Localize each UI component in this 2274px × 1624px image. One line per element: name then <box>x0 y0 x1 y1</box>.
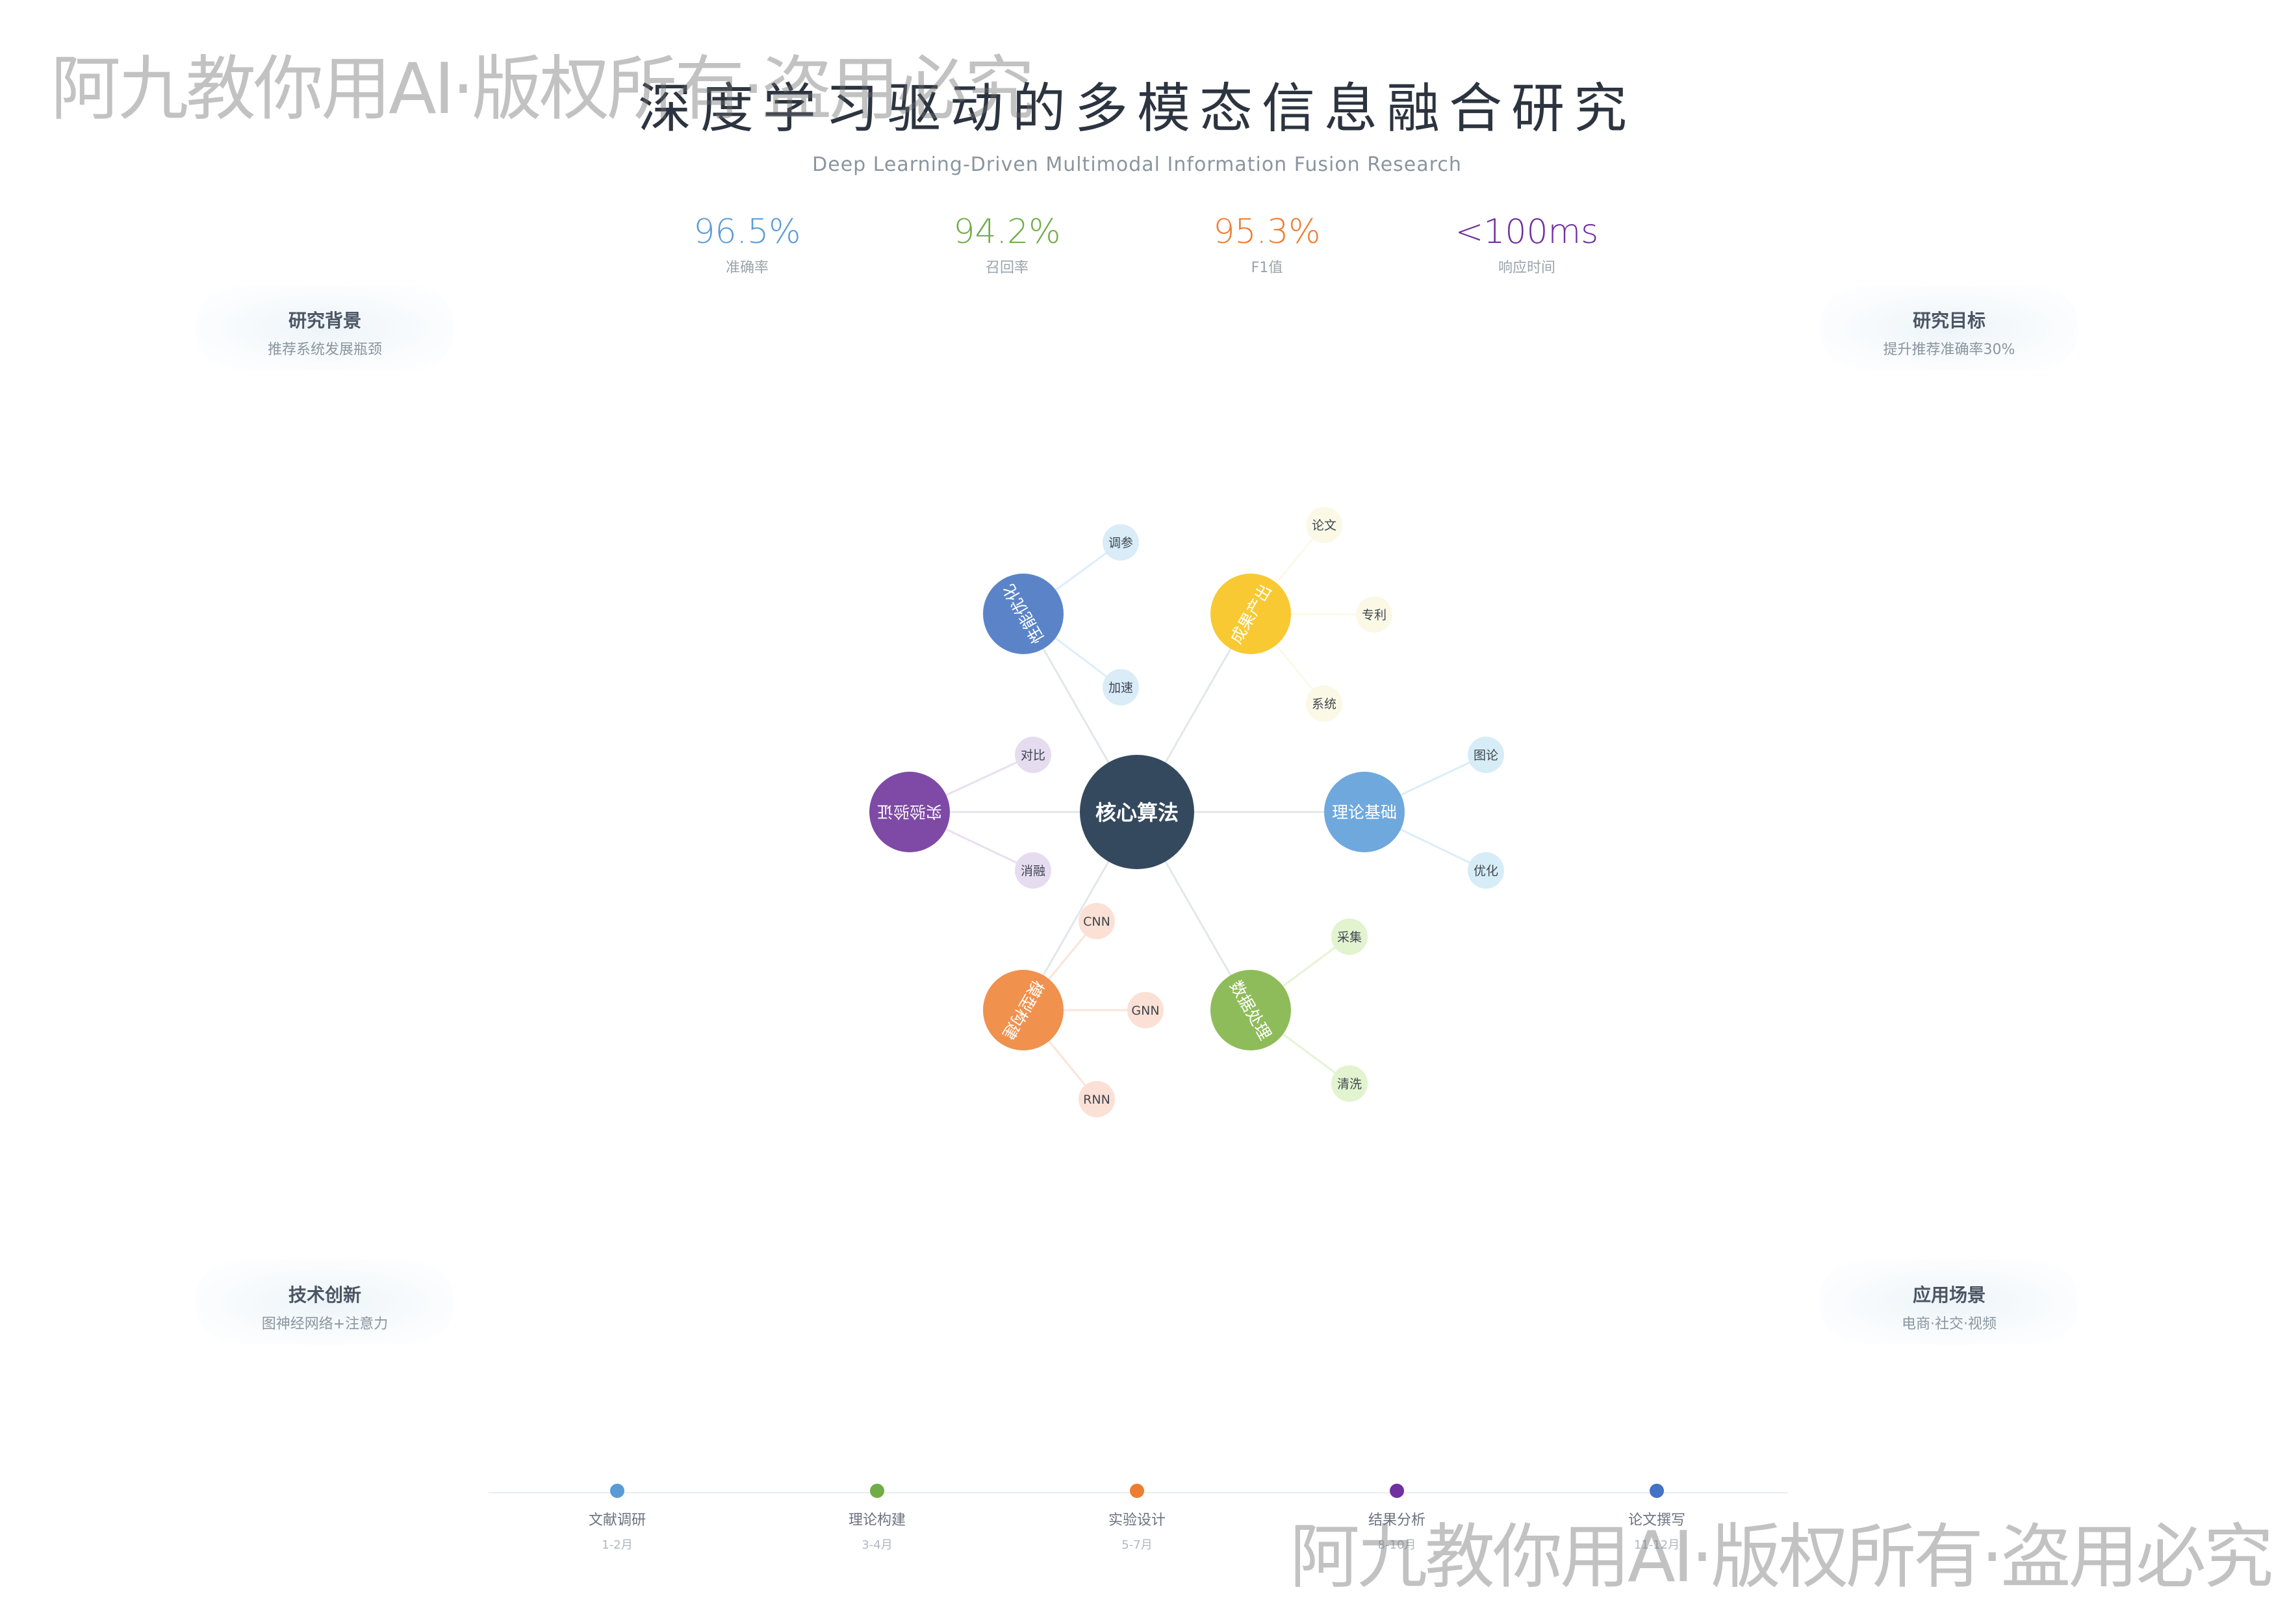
leaf-node-label: RNN <box>1083 1093 1110 1107</box>
page-title: 深度学习驱动的多模态信息融合研究 <box>637 78 1636 140</box>
timeline-item-experiment: 实验设计 5-7月 <box>1040 1484 1234 1553</box>
branch-node <box>1324 772 1405 852</box>
metric-value: <100ms <box>1455 212 1599 251</box>
leaf-node <box>1331 919 1368 955</box>
leaf-node-label: GNN <box>1131 1004 1159 1018</box>
timeline-label: 理论构建 <box>848 1512 906 1529</box>
corner-title: 技术创新 <box>288 1284 361 1306</box>
timeline-range: 8-10月 <box>1377 1538 1416 1552</box>
leaf-node-label: 调参 <box>1108 536 1133 550</box>
leaf-node-label: 系统 <box>1312 697 1336 711</box>
timeline-dot <box>610 1484 624 1498</box>
timeline-label: 文献调研 <box>588 1512 646 1529</box>
leaf-node-label: 消融 <box>1021 864 1045 878</box>
corner-subtitle: 推荐系统发展瓶颈 <box>267 342 382 358</box>
corner-subtitle: 电商·社交·视频 <box>1902 1316 1997 1332</box>
leaf-node <box>1468 737 1504 773</box>
leaf-node-label: 优化 <box>1474 864 1498 878</box>
leaf-node <box>1079 903 1115 939</box>
leaf-node <box>1356 596 1392 633</box>
metric-latency: <100ms 响应时间 <box>1397 209 1657 277</box>
timeline-range: 5-7月 <box>1121 1538 1153 1552</box>
corner-card-goal: 研究目标 提升推荐准确率30% <box>1819 286 2079 370</box>
metric-label: F1值 <box>1251 260 1283 276</box>
corner-subtitle: 提升推荐准确率30% <box>1883 342 2015 358</box>
leaf-node-label: 专利 <box>1362 608 1386 622</box>
leaf-node <box>1079 1081 1115 1117</box>
branch-node <box>869 772 950 852</box>
leaf-node-label: 采集 <box>1337 930 1362 945</box>
mindmap-nodes: 核心算法理论基础图论优化数据处理采集清洗模型构建CNNGNNRNN实验验证对比消… <box>869 507 1504 1117</box>
timeline-item-analysis: 结果分析 8-10月 <box>1299 1484 1494 1553</box>
timeline-item-writing: 论文撰写 11-12月 <box>1559 1484 1754 1553</box>
leaf-node <box>1127 992 1164 1028</box>
metric-label: 响应时间 <box>1498 260 1555 276</box>
timeline-range: 1-2月 <box>602 1538 633 1552</box>
leaf-node-label: 论文 <box>1312 518 1336 533</box>
leaf-node-label: 清洗 <box>1337 1077 1362 1091</box>
leaf-node <box>1306 685 1342 722</box>
branch-node <box>983 970 1064 1050</box>
timeline-label: 结果分析 <box>1368 1512 1425 1529</box>
branch-node <box>1210 970 1291 1050</box>
corner-card-scenarios: 应用场景 电商·社交·视频 <box>1819 1260 2079 1345</box>
metric-label: 准确率 <box>725 260 769 276</box>
leaf-node-label: 图论 <box>1474 748 1498 763</box>
timeline-dot <box>1390 1484 1404 1498</box>
timeline-item-literature: 文献调研 1-2月 <box>520 1484 715 1553</box>
leaf-node <box>1468 852 1504 889</box>
leaf-node-label: 加速 <box>1108 681 1133 695</box>
corner-card-innovation: 技术创新 图神经网络+注意力 <box>195 1260 455 1345</box>
leaf-node <box>1331 1065 1368 1102</box>
metric-value: 96.5% <box>693 212 801 251</box>
timeline-item-theory: 理论构建 3-4月 <box>780 1484 975 1553</box>
timeline-range: 3-4月 <box>862 1538 893 1552</box>
corner-card-background: 研究背景 推荐系统发展瓶颈 <box>195 286 455 370</box>
leaf-node-label: CNN <box>1083 915 1110 929</box>
timeline-label: 实验设计 <box>1108 1512 1166 1529</box>
watermark-top: 阿九教你用AI·版权所有·盗用必究 <box>51 49 1034 130</box>
branch-node <box>983 574 1064 654</box>
timeline-dot <box>1650 1484 1664 1498</box>
watermark-bottom: 阿九教你用AI·版权所有·盗用必究 <box>1290 1517 2273 1598</box>
corner-title: 应用场景 <box>1912 1284 1986 1306</box>
corner-title: 研究目标 <box>1912 310 1986 331</box>
metric-recall: 94.2% 召回率 <box>877 209 1137 277</box>
metric-value: 95.3% <box>1213 212 1321 251</box>
center-node-label: 核心算法 <box>1095 800 1179 825</box>
timeline-range: 11-12月 <box>1633 1538 1680 1552</box>
branch-node <box>1210 574 1291 654</box>
leaf-node <box>1103 669 1139 705</box>
center-node <box>1080 755 1194 869</box>
timeline-dot <box>1130 1484 1144 1498</box>
leaf-node <box>1306 507 1342 543</box>
leaf-node <box>1103 524 1139 561</box>
corner-subtitle: 图神经网络+注意力 <box>261 1316 389 1332</box>
metric-accuracy: 96.5% 准确率 <box>617 209 877 277</box>
leaf-node <box>1015 852 1051 889</box>
branch-node-label: 实验验证 <box>877 802 942 821</box>
corner-title: 研究背景 <box>288 310 361 331</box>
timeline-label: 论文撰写 <box>1628 1512 1685 1529</box>
branch-node-label: 理论基础 <box>1332 803 1397 822</box>
metric-label: 召回率 <box>985 260 1028 276</box>
timeline-dot <box>870 1484 884 1498</box>
metric-value: 94.2% <box>953 212 1061 251</box>
metric-f1: 95.3% F1值 <box>1137 209 1397 277</box>
leaf-node-label: 对比 <box>1021 748 1045 763</box>
page-subtitle: Deep Learning-Driven Multimodal Informat… <box>812 153 1462 176</box>
leaf-node <box>1015 737 1051 773</box>
